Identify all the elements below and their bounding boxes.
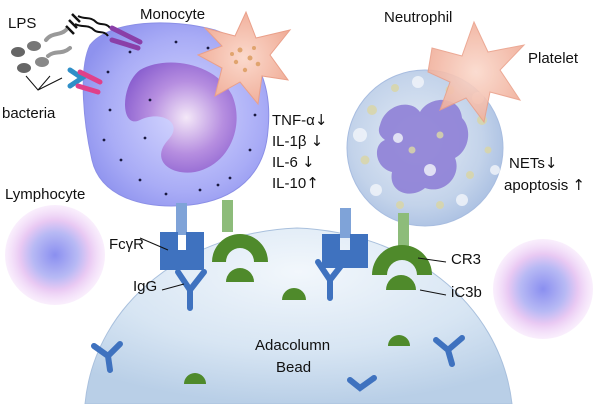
ic3b-fragment-1 bbox=[226, 268, 254, 282]
neutrophil-label: Neutrophil bbox=[384, 9, 453, 26]
igg-antibody-3 bbox=[91, 341, 123, 373]
cytokine-list: TNF-α↓ IL-1β ↓ IL-6 ↓ IL-10↑ bbox=[272, 110, 327, 194]
bead-label-line2: Bead bbox=[276, 359, 312, 376]
bead-label-line1: Adacolumn bbox=[255, 337, 331, 354]
ic3b-fragment-5 bbox=[184, 373, 206, 384]
fcgr-label: FcγR bbox=[109, 236, 144, 253]
tlr-receptor-blue bbox=[67, 67, 87, 89]
adacolumn-bead bbox=[84, 227, 513, 404]
igg-label: IgG bbox=[133, 278, 158, 295]
lymphocyte-label: Lymphocyte bbox=[5, 186, 86, 203]
neutrophil-cell bbox=[346, 69, 504, 227]
ic3b-fragment-3 bbox=[282, 288, 306, 300]
igg-antibody-4 bbox=[433, 335, 465, 367]
cytokine-item: IL-1β ↓ bbox=[272, 132, 324, 150]
cytokine-item: IL-6 ↓ bbox=[272, 153, 315, 171]
bacteria-label: bacteria bbox=[2, 105, 56, 122]
cr3-label: CR3 bbox=[451, 251, 482, 268]
fcgr-receptor-monocyte bbox=[160, 203, 204, 270]
ic3b-label: iC3b bbox=[451, 284, 482, 301]
cytokine-item: IL-10↑ bbox=[272, 174, 319, 192]
ic3b-fragment-4 bbox=[388, 335, 410, 346]
igg-antibody-1 bbox=[175, 269, 207, 311]
platelet-label: Platelet bbox=[528, 50, 579, 67]
neutrophil-nucleus bbox=[376, 99, 469, 194]
monocyte-label: Monocyte bbox=[140, 6, 206, 23]
igg-antibody-5 bbox=[347, 375, 377, 392]
nets-label: NETs↓ bbox=[509, 154, 558, 172]
cytokine-item: TNF-α↓ bbox=[272, 111, 328, 129]
platelet-monocyte bbox=[196, 10, 292, 106]
ic3b-fragment-2 bbox=[386, 275, 416, 290]
cr3-receptor-neutrophil bbox=[372, 213, 432, 275]
platelet-neutrophil bbox=[427, 20, 526, 124]
lps-receptor bbox=[65, 13, 143, 51]
cr3-receptor-monocyte bbox=[212, 200, 268, 262]
fcgr-receptor-neutrophil bbox=[322, 208, 368, 268]
monocyte-nucleus bbox=[125, 62, 237, 173]
lps-label: LPS bbox=[8, 15, 37, 32]
tlr-receptor-pink bbox=[75, 69, 103, 95]
lymphocyte-right bbox=[493, 239, 593, 339]
igg-antibody-2 bbox=[315, 259, 347, 301]
bacteria-group bbox=[11, 28, 103, 95]
lymphocyte-left bbox=[5, 205, 105, 305]
apoptosis-label: apoptosis ↑ bbox=[504, 176, 585, 194]
